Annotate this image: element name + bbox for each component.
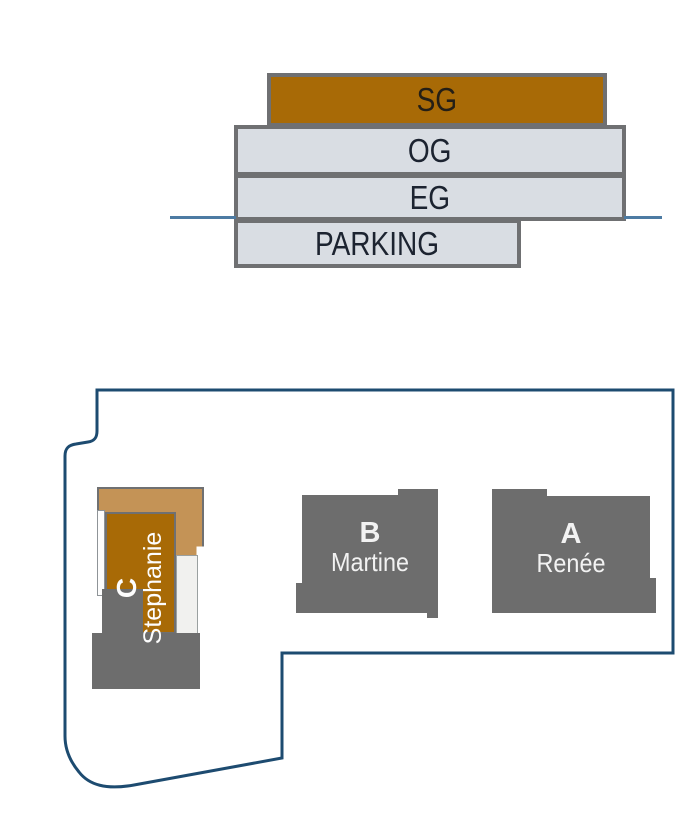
building-a-letter: A (560, 518, 582, 550)
floor-eg: EG (234, 174, 626, 221)
floor-sg-label: SG (416, 81, 458, 118)
building-b-letter: B (359, 517, 381, 549)
building-c-left-strip (97, 510, 105, 596)
ground-line-right (624, 216, 662, 219)
building-a-label: A Renée (492, 519, 650, 578)
building-c-label: C Stephanie (111, 513, 168, 663)
building-c-letter: C (111, 577, 142, 599)
building-a-right-foot (650, 578, 656, 613)
building-a-name: Renée (536, 548, 606, 578)
building-b-top-tab (398, 489, 438, 499)
building-b-left-foot (296, 583, 304, 613)
building-b-name: Martine (330, 547, 410, 577)
floor-parking-label: PARKING (315, 224, 440, 262)
building-b-body (302, 495, 438, 613)
building-c-name: Stephanie (139, 531, 167, 645)
floor-parking: PARKING (234, 219, 521, 268)
building-b-right-foot (427, 613, 438, 618)
building-c-right-strip (176, 555, 198, 634)
floor-eg-label: EG (409, 178, 451, 216)
building-a-body (492, 496, 650, 613)
floor-og-label: OG (408, 131, 452, 169)
ground-line-left (170, 216, 236, 219)
building-c-base-block (92, 633, 200, 689)
building-a-top-tab (492, 489, 547, 499)
building-b-label: B Martine (302, 518, 438, 577)
